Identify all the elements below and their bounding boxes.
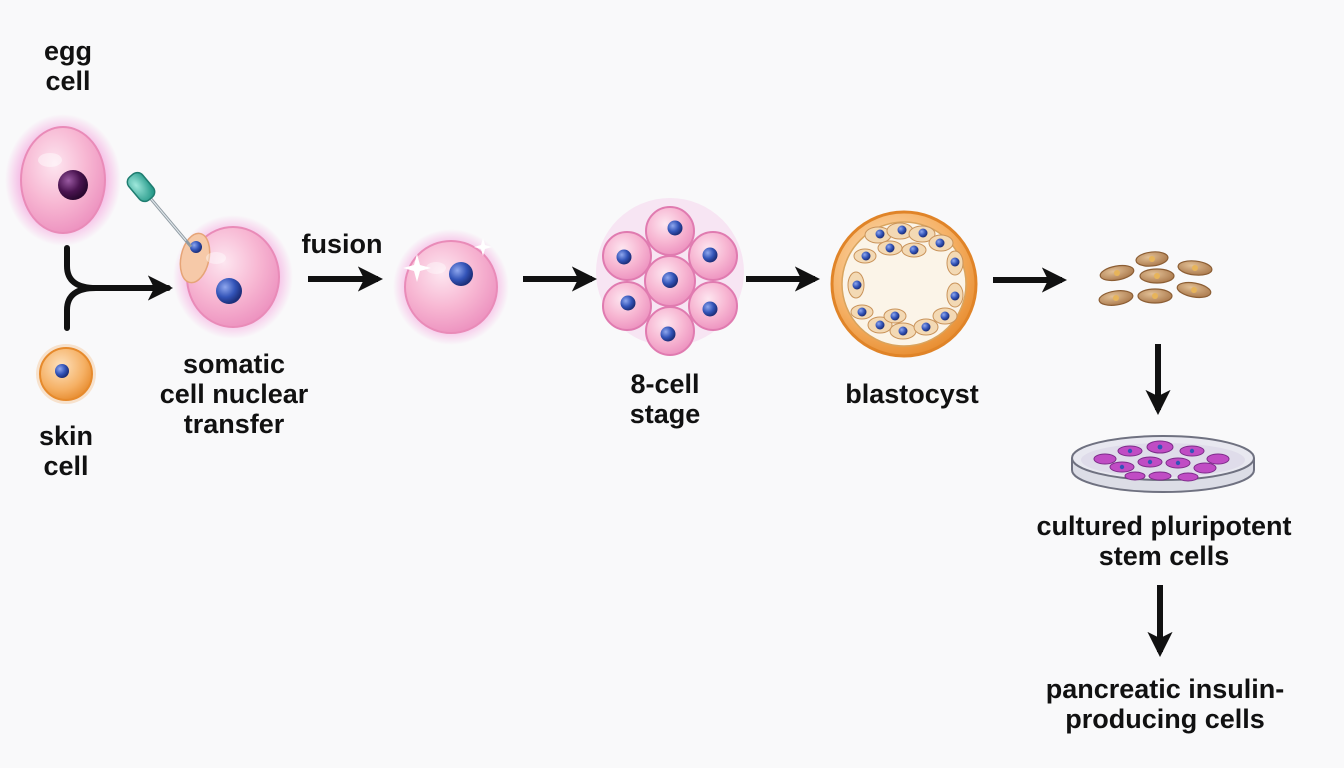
label-fusion: fusion [301,229,383,259]
sparkle-icon [403,238,492,282]
differentiated-cells [1098,251,1213,306]
egg-cell [5,114,121,246]
blastocyst [830,210,978,358]
skin-cell [36,344,96,404]
scnt-cell [173,215,293,339]
label-blastocyst: blastocyst [845,379,979,409]
petri-dish-icon [1071,435,1255,493]
label-pancreatic: pancreatic insulin-producing cells [1045,674,1285,734]
pipette-icon [126,171,193,248]
fused-cell [393,229,509,345]
eight-cell-stage [596,198,744,356]
merge-connector [64,245,174,331]
